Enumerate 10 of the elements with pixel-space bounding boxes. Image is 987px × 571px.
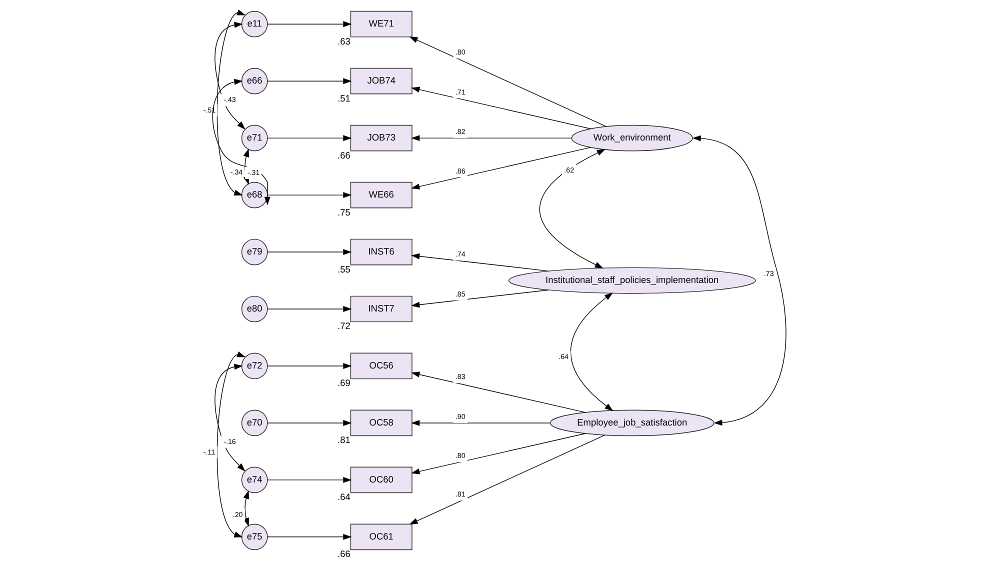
node-label: .63 — [338, 36, 350, 46]
node-label: .55 — [338, 264, 350, 274]
node-label: .69 — [338, 378, 350, 388]
node-label: .81 — [338, 435, 350, 446]
node-label: .66 — [338, 150, 350, 160]
node-label: .66 — [338, 549, 350, 560]
node-label: .64 — [338, 492, 350, 502]
node-label: .51 — [338, 93, 350, 104]
node-label: .72 — [338, 321, 350, 332]
node-label: .75 — [338, 207, 350, 218]
